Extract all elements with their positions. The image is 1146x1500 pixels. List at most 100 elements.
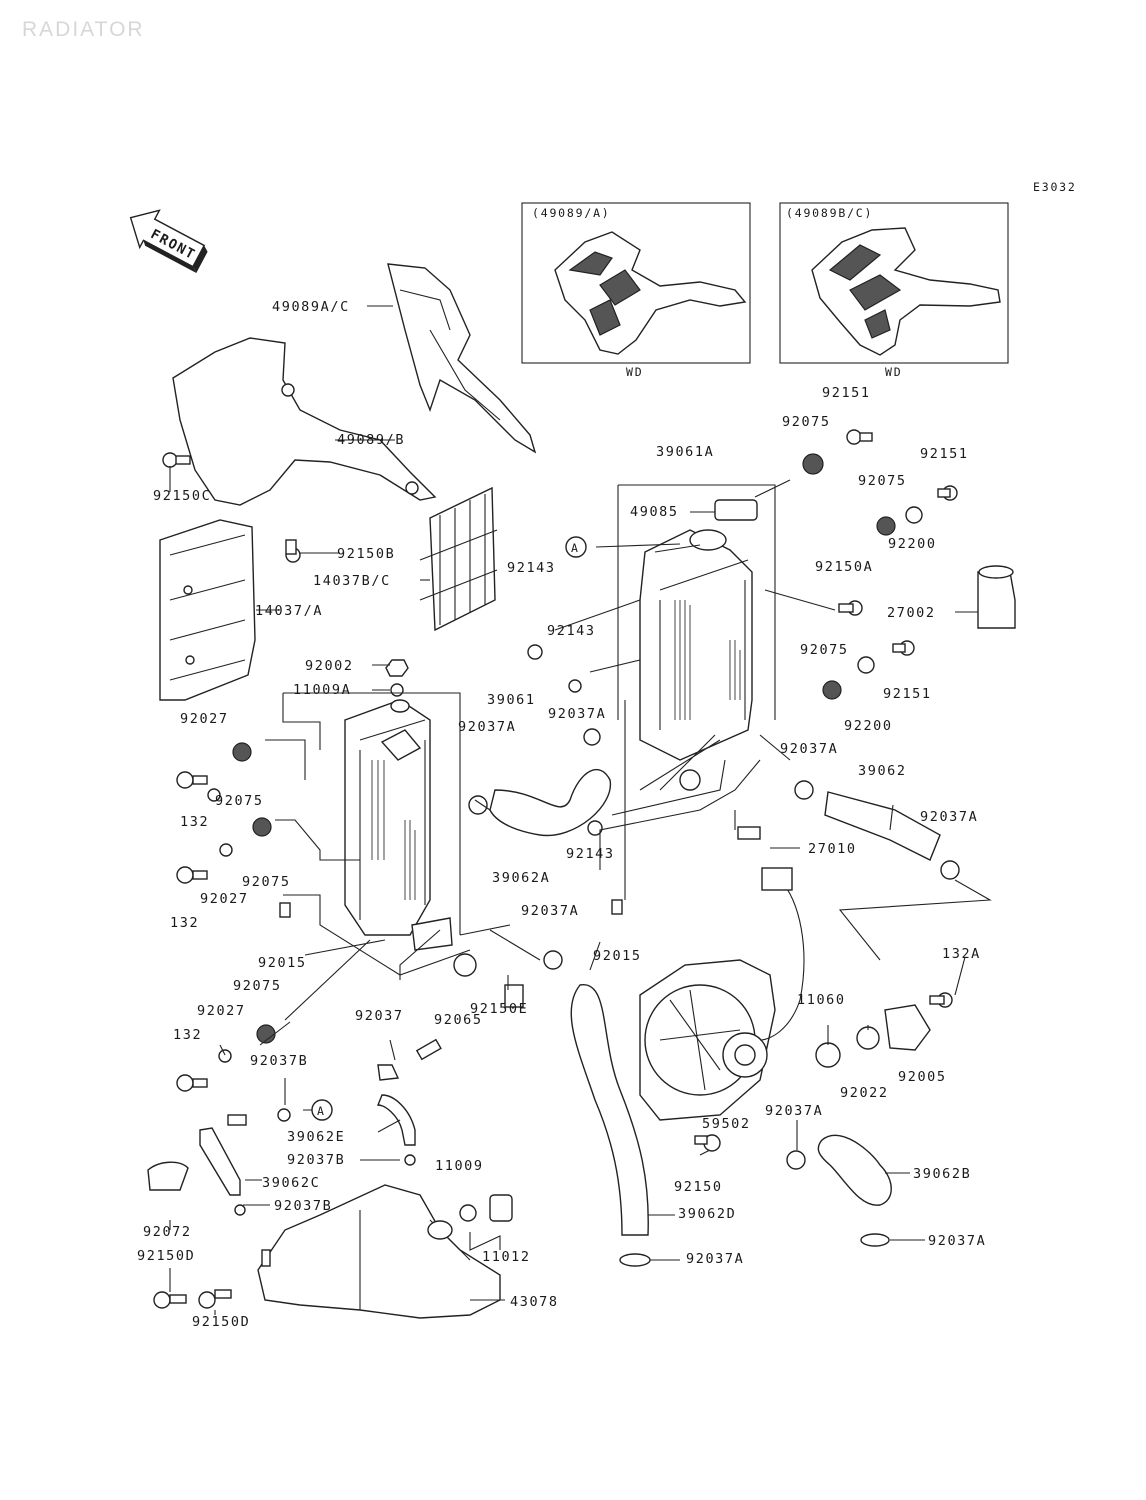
- part-label: 49085: [630, 504, 679, 520]
- part-label: 14037/A: [255, 603, 323, 619]
- part-label: 43078: [510, 1294, 559, 1310]
- page-title: RADIATOR: [22, 18, 145, 41]
- radiator-guard-14037bc-icon: [419, 486, 498, 632]
- part-label: 59502: [702, 1116, 751, 1132]
- part-label: 39061A: [656, 444, 714, 460]
- part-label: 132: [170, 915, 199, 931]
- part-label: 92150D: [137, 1248, 195, 1264]
- part-label: 11009: [435, 1158, 484, 1174]
- svg-text:A: A: [317, 1104, 326, 1118]
- radiator-39061-icon: [344, 699, 453, 951]
- part-label: 92037B: [287, 1152, 345, 1168]
- radiator-39061a-icon: [639, 529, 753, 791]
- part-label: 132: [180, 814, 209, 830]
- part-label: 92150A: [815, 559, 873, 575]
- part-label: 92200: [888, 536, 937, 552]
- shroud-49089-b-icon: [172, 337, 437, 506]
- part-label: 92037A: [458, 719, 516, 735]
- hose-39062a-icon: [489, 768, 611, 837]
- part-label: 49089A/C: [272, 299, 350, 315]
- part-label: 92005: [898, 1069, 947, 1085]
- part-label: 92037A: [920, 809, 978, 825]
- part-label: 27002: [887, 605, 936, 621]
- part-label: 92037A: [765, 1103, 823, 1119]
- part-label: 92037A: [928, 1233, 986, 1249]
- part-label: 27010: [808, 841, 857, 857]
- part-label: 92015: [593, 948, 642, 964]
- part-label: 92151: [883, 686, 932, 702]
- svg-text:A: A: [571, 541, 580, 555]
- part-labels: 49089A/C 49089/B 92150C 92150B 14037B/C …: [137, 299, 986, 1330]
- leader-lines: [169, 305, 992, 1315]
- part-label: 39062: [858, 763, 907, 779]
- part-label: 92027: [200, 891, 249, 907]
- part-label: 92075: [233, 978, 282, 994]
- fan-59502-icon: [639, 867, 805, 1121]
- inset-bc-label: (49089B/C): [786, 206, 873, 220]
- diagram-code: E3032: [1033, 180, 1077, 194]
- reservoir-tank-43078-icon: [257, 1184, 501, 1319]
- hose-39062b-icon: [817, 1134, 892, 1206]
- shroud-a-graphic-icon: [554, 231, 747, 355]
- part-label: 92143: [547, 623, 596, 639]
- part-label: 132: [173, 1027, 202, 1043]
- part-label: 92015: [258, 955, 307, 971]
- part-label: 92037A: [780, 741, 838, 757]
- part-label: 132A: [942, 946, 981, 962]
- part-label: 92027: [180, 711, 229, 727]
- part-label: 14037B/C: [313, 573, 391, 589]
- part-label: 92022: [840, 1085, 889, 1101]
- radiator-guard-14037a-icon: [159, 519, 256, 701]
- hose-39062-icon: [824, 791, 941, 861]
- part-label: 92002: [305, 658, 354, 674]
- part-label: 92150C: [153, 488, 211, 504]
- part-label: 92072: [143, 1224, 192, 1240]
- inset-a: (49089/A) WD: [521, 202, 751, 379]
- part-label: 92037B: [250, 1053, 308, 1069]
- part-label: 39062D: [678, 1206, 736, 1222]
- part-label: 39062B: [913, 1166, 971, 1182]
- inset-a-caption: WD: [626, 365, 643, 379]
- shroud-49089-ac-icon: [387, 263, 537, 454]
- part-label: 39062E: [287, 1129, 345, 1145]
- front-arrow-icon: FRONT: [129, 209, 208, 273]
- part-label: 39062A: [492, 870, 550, 886]
- part-label: 49089/B: [337, 432, 405, 448]
- part-label: 92027: [197, 1003, 246, 1019]
- shroud-bc-graphic-icon: [811, 227, 1001, 356]
- part-label: 92075: [858, 473, 907, 489]
- part-label: 92037A: [521, 903, 579, 919]
- inset-bc: (49089B/C) WD: [779, 202, 1009, 379]
- fittings-icons: [147, 429, 1016, 1309]
- part-label: 92143: [507, 560, 556, 576]
- hose-39062d-icon: [570, 984, 649, 1236]
- part-label: 92143: [566, 846, 615, 862]
- part-label: 92151: [920, 446, 969, 462]
- part-label: 92075: [215, 793, 264, 809]
- part-label: 92037B: [274, 1198, 332, 1214]
- hose-39062e-icon: [376, 1094, 416, 1146]
- part-label: 92075: [242, 874, 291, 890]
- part-label: 92065: [434, 1012, 483, 1028]
- reference-marker-a: A A: [311, 536, 587, 1121]
- part-label: 92150D: [192, 1314, 250, 1330]
- part-label: 92075: [782, 414, 831, 430]
- part-label: 92037A: [548, 706, 606, 722]
- part-label: 92150B: [337, 546, 395, 562]
- part-label: 11012: [482, 1249, 531, 1265]
- part-label: 11009A: [293, 682, 351, 698]
- part-label: 11060: [797, 992, 846, 1008]
- part-label: 92150: [674, 1179, 723, 1195]
- part-label: 92037: [355, 1008, 404, 1024]
- inset-a-label: (49089/A): [532, 206, 611, 220]
- part-label: 92075: [800, 642, 849, 658]
- part-label: 92200: [844, 718, 893, 734]
- part-label: 92151: [822, 385, 871, 401]
- part-label: 39062C: [262, 1175, 320, 1191]
- part-label: 92150E: [470, 1001, 528, 1017]
- part-label: 92037A: [686, 1251, 744, 1267]
- part-label: 39061: [487, 692, 536, 708]
- hose-39062c-icon: [199, 1127, 241, 1196]
- inset-bc-caption: WD: [885, 365, 902, 379]
